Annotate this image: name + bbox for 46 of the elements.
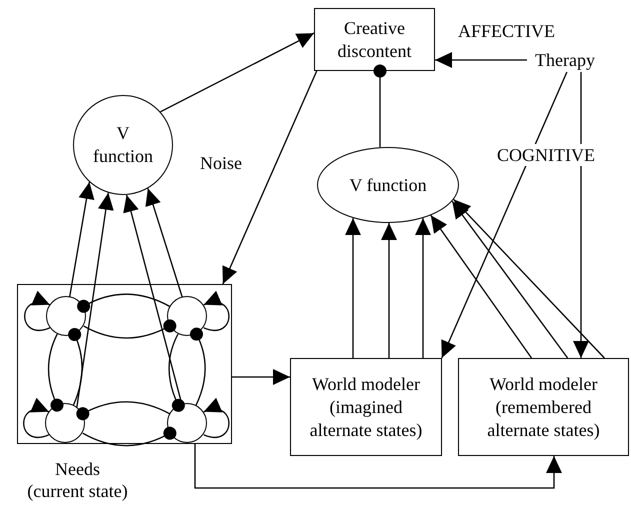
arrow [415,218,431,358]
node-text: Therapy [535,48,595,72]
node-text: World modeler (imagined alternate states) [308,372,424,442]
dot-connector [82,426,176,446]
process-box [458,358,629,456]
dot-connector [48,334,64,412]
loop-arrow [204,399,230,438]
dot-connector [77,294,170,313]
need-circle [45,403,85,443]
dot-connector [83,319,176,339]
node-text: V function [349,174,427,196]
process-box [314,8,435,71]
arrow [232,369,290,385]
loop-arrow [204,292,230,331]
node-text: World modeler (remembered alternate states) [486,372,601,442]
dot-connector [190,328,206,406]
arrow [441,72,568,358]
process-box [290,358,442,456]
arrow [69,182,94,297]
arrow [435,52,527,68]
node-text: Creative discontent [336,16,412,62]
need-circle [46,296,86,336]
arrow [381,223,397,358]
arrow [453,198,605,358]
dot-connector [168,334,185,412]
arrow [573,72,589,358]
process-ellipse [73,95,173,195]
needs-panel [17,284,232,444]
arrow [345,218,361,358]
arrow [222,70,318,284]
arrow [194,444,562,489]
arrow [430,214,532,358]
loop-arrow [24,292,50,331]
loop-arrow [23,399,50,438]
arrow [76,192,114,408]
arrow [452,200,568,358]
dot-connector [76,401,170,420]
node-caption: Needs (current state) [26,458,129,502]
need-circle [167,403,207,443]
node-text: V function [92,122,154,168]
dot-connector [374,64,386,148]
process-ellipse [317,147,459,223]
arrow [145,188,183,298]
arrow [160,32,314,112]
need-circle [167,296,207,336]
dot-connector [68,328,83,406]
